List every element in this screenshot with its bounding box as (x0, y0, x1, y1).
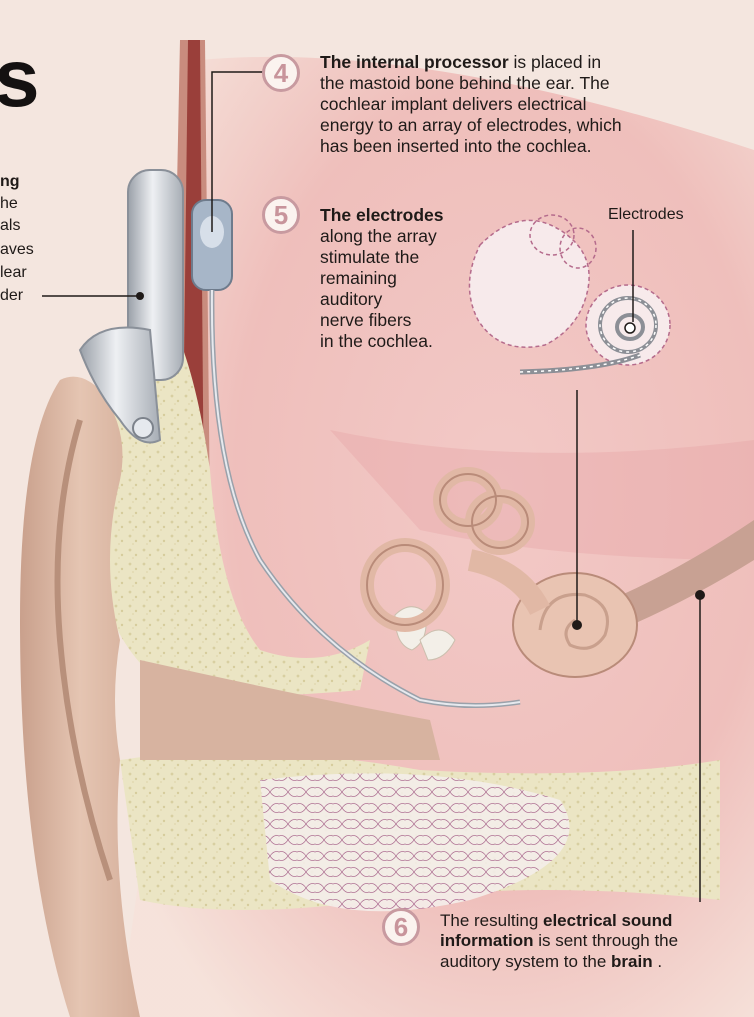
step-5-badge: 5 (262, 196, 300, 234)
step-5-line: remaining (320, 268, 480, 289)
left-caption-line: ng (0, 172, 20, 193)
step-6-bold: electrical sound (543, 911, 672, 930)
processor-button (133, 418, 153, 438)
step-4-heading: The internal processor (320, 52, 509, 72)
left-caption-line: der (0, 286, 23, 307)
left-caption-line: he (0, 194, 18, 215)
left-caption-line: als (0, 216, 20, 237)
step-4-text: The internal processor is placed in the … (320, 52, 740, 157)
step-5-line: along the array (320, 226, 480, 247)
step-6-bold: information (440, 931, 534, 950)
step-4-line: cochlear implant delivers electrical (320, 94, 740, 115)
nerve-callout-dot (695, 590, 705, 600)
step-6-text: The resulting electrical sound informati… (440, 911, 740, 972)
step-6-line: is sent through the (534, 931, 679, 950)
left-caption-line: lear (0, 263, 27, 284)
step-5-line: auditory (320, 289, 480, 310)
step-6-line: The resulting (440, 911, 543, 930)
step-4-line: the mastoid bone behind the ear. The (320, 73, 740, 94)
step-6-line: auditory system to the (440, 952, 611, 971)
step-5-text: The electrodes along the array stimulate… (320, 205, 480, 352)
step-5-heading: The electrodes (320, 205, 444, 225)
step-4-line: has been inserted into the cochlea. (320, 136, 740, 157)
step-5-line: in the cochlea. (320, 331, 480, 352)
title-fragment: s (0, 38, 40, 120)
step-4-line: is placed in (509, 52, 601, 72)
step-4-badge: 4 (262, 54, 300, 92)
step-4-line: energy to an array of electrodes, which (320, 115, 740, 136)
step-5-line: stimulate the (320, 247, 480, 268)
step-5-line: nerve fibers (320, 310, 480, 331)
step-6-badge: 6 (382, 908, 420, 946)
step-6-bold: brain (611, 952, 653, 971)
step-6-line: . (653, 952, 662, 971)
electrodes-label: Electrodes (608, 205, 684, 224)
left-caption-line: aves (0, 240, 34, 261)
